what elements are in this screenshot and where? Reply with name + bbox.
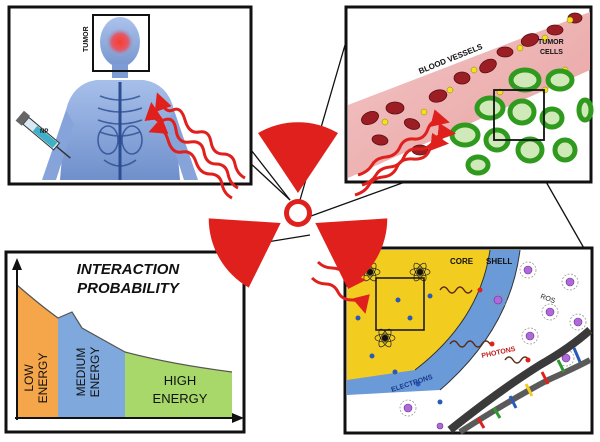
- ros-molecules: [403, 265, 583, 430]
- photon-waves: [439, 286, 530, 364]
- shell-label: SHELL: [486, 257, 512, 266]
- nanoparticle-panel: CORE SHELL ROS PHOTONS ELECTRONS: [343, 246, 594, 435]
- red-dots: [477, 287, 531, 363]
- tumor-cells-label-line2: CELLS: [540, 49, 563, 56]
- dna-helix: [447, 327, 593, 435]
- electron-dots: [355, 293, 465, 423]
- injection-label: NP: [40, 129, 48, 135]
- band-label-medium-1: MEDIUM: [74, 348, 88, 397]
- band-label-low-2: ENERGY: [36, 353, 50, 404]
- cell-zoom-box: [493, 89, 545, 141]
- ros-halos: [399, 261, 587, 417]
- tumor-cells-label-line1: TUMOR: [538, 39, 564, 46]
- radiation-symbol-icon: [208, 122, 388, 288]
- band-label-high-2: ENERGY: [153, 391, 208, 406]
- band-label-medium-2: ENERGY: [88, 347, 102, 398]
- radiation-arrows: [144, 92, 456, 314]
- band-medium-energy: [58, 312, 125, 418]
- core-zoom-box: [375, 277, 425, 331]
- ros-label: ROS: [539, 293, 556, 305]
- vessel-panel: BLOOD VESSELS TUMOR CELLS: [344, 5, 594, 184]
- tumor-label: TUMOR: [83, 26, 90, 52]
- chart-title-line2: PROBABILITY: [77, 280, 181, 297]
- core-region: [347, 250, 490, 380]
- tumor-spot: [106, 28, 134, 56]
- body-panel: TUMOR NP: [7, 5, 253, 186]
- chart-panel: INTERACTION PROBABILITY LOW ENERGY MEDIU…: [4, 250, 246, 434]
- band-low-energy: [17, 285, 58, 418]
- band-label-low-1: LOW: [22, 364, 36, 392]
- chart-title-line1: INTERACTION: [77, 261, 181, 278]
- blood-vessel: [348, 12, 590, 178]
- syringe-icon: [15, 110, 71, 159]
- band-label-high-1: HIGH: [164, 373, 197, 388]
- head-zoom-box: [92, 14, 150, 72]
- probability-curve: [16, 284, 233, 373]
- core-label: CORE: [450, 257, 474, 266]
